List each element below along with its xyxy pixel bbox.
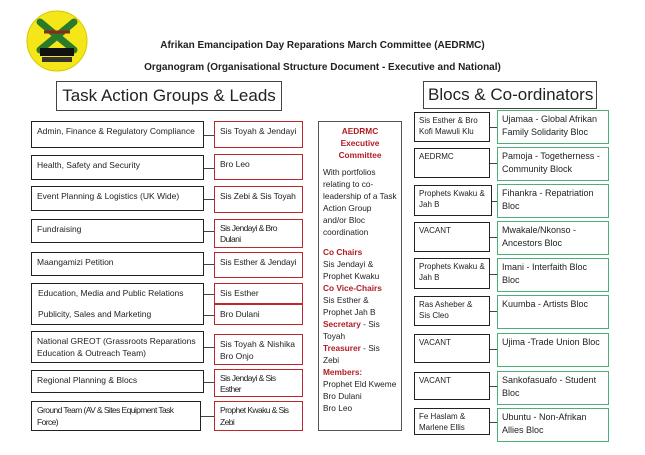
connector-line	[492, 201, 497, 202]
task-group-box	[31, 283, 204, 325]
member: Bro Leo	[323, 403, 353, 413]
connector-line	[204, 168, 214, 169]
aedrmc-logo	[26, 10, 88, 72]
task-group-name: National GREOT (Grassroots Reparations E…	[31, 331, 204, 363]
bloc-name: Ubuntu - Non-Afrikan Allies Bloc	[497, 408, 609, 442]
connector-line	[204, 264, 214, 265]
bloc-coordinator: Prophets Kwaku & Jah B	[414, 258, 490, 289]
co-vice-chairs-label: Co Vice-Chairs	[323, 283, 382, 293]
document-title: Afrikan Emancipation Day Reparations Mar…	[160, 40, 485, 51]
task-group-name: Admin, Finance & Regulatory Compliance	[31, 121, 204, 148]
bloc-name: Sankofasuafo - Student Bloc	[497, 371, 609, 405]
task-lead: Sis Toyah & Nishika Bro Onjo	[214, 334, 303, 365]
bloc-coordinator: AEDRMC	[414, 148, 490, 178]
secretary: - Sis Toyah	[323, 319, 380, 341]
task-lead: Sis Jendayi & Sis Esther	[214, 369, 303, 397]
connector-line	[490, 127, 497, 128]
treasurer-label: Treasurer	[323, 343, 361, 353]
co-vice-chairs: Sis Esther & Prophet Jah B	[323, 295, 376, 317]
bloc-name: Pamoja - Togetherness - Community Block	[497, 147, 609, 181]
connector-line	[490, 422, 497, 423]
task-group-name: Publicity, Sales and Marketing	[38, 309, 152, 319]
connector-line	[204, 294, 214, 295]
document-subtitle: Organogram (Organisational Structure Doc…	[144, 62, 501, 73]
co-chairs: Sis Jendayi & Prophet Kwaku	[323, 259, 380, 281]
secretary-label: Secretary	[323, 319, 361, 329]
bloc-name: Fihankra - Repatriation Bloc	[497, 184, 609, 218]
task-lead: Bro Dulani	[214, 304, 303, 325]
connector-line	[204, 347, 214, 348]
executive-committee-box: AEDRMC Executive Committee With portfoli…	[318, 121, 402, 431]
bloc-coordinator: VACANT	[414, 222, 490, 252]
exec-description: With portfolios relating to co-leadershi…	[323, 167, 397, 237]
task-lead: Prophet Kwaku & Sis Zebi	[214, 401, 303, 431]
task-group-name: Event Planning & Logistics (UK Wide)	[31, 186, 204, 211]
treasurer: - Sis Zebi	[323, 343, 380, 365]
member: Bro Dulani	[323, 391, 362, 401]
bloc-coordinator: Fe Haslam & Marlene Ellis	[414, 408, 490, 435]
bloc-name: Kuumba - Artists Bloc	[497, 295, 609, 329]
task-lead: Sis Esther	[214, 283, 303, 304]
task-group-name: Health, Safety and Security	[31, 155, 204, 180]
task-lead: Bro Leo	[214, 154, 303, 180]
task-group-name: Fundraising	[31, 219, 204, 243]
co-chairs-label: Co Chairs	[323, 247, 363, 257]
task-lead: Sis Esther & Jendayi	[214, 252, 303, 278]
task-group-name: Ground Team (AV & Sites Equipment Task F…	[31, 401, 201, 431]
connector-line	[490, 386, 497, 387]
bloc-coordinator: Prophets Kwaku & Jah B	[414, 185, 492, 216]
task-group-name: Maangamizi Petition	[31, 252, 204, 276]
connector-line	[204, 135, 214, 136]
connector-line	[490, 311, 497, 312]
task-groups-heading: Task Action Groups & Leads	[56, 81, 282, 111]
task-lead: Sis Toyah & Jendayi	[214, 121, 303, 148]
bloc-coordinator: VACANT	[414, 334, 490, 363]
bloc-name: Ujima -Trade Union Bloc	[497, 333, 609, 367]
bloc-coordinator: Sis Esther & Bro Kofi Mawuli Klu	[414, 112, 490, 142]
connector-line	[490, 237, 497, 238]
bloc-name: Imani - Interfaith Bloc Bloc	[497, 258, 609, 292]
blocs-heading: Blocs & Co-ordinators	[423, 81, 597, 109]
bloc-coordinator: VACANT	[414, 372, 490, 400]
connector-line	[490, 349, 497, 350]
connector-line	[204, 199, 214, 200]
connector-line	[490, 274, 497, 275]
exec-title: AEDRMC Executive Committee	[338, 126, 382, 160]
task-group-name: Education, Media and Public Relations	[38, 288, 184, 298]
task-lead: Sis Zebi & Sis Toyah	[214, 186, 303, 213]
members-label: Members:	[323, 367, 363, 377]
connector-line	[204, 382, 214, 383]
bloc-coordinator: Ras Asheber & Sis Cleo	[414, 296, 490, 326]
connector-line	[490, 163, 497, 164]
task-lead: Sis Jendayi & Bro Dulani	[214, 219, 303, 248]
member: Prophet Eld Kweme	[323, 379, 397, 389]
connector-line	[201, 416, 214, 417]
task-group-name: Regional Planning & Blocs	[31, 370, 204, 393]
bloc-name: Mwakale/Nkonso - Ancestors Bloc	[497, 221, 609, 255]
bloc-name: Ujamaa - Global Afrikan Family Solidarit…	[497, 110, 609, 144]
connector-line	[204, 231, 214, 232]
connector-line	[204, 315, 214, 316]
